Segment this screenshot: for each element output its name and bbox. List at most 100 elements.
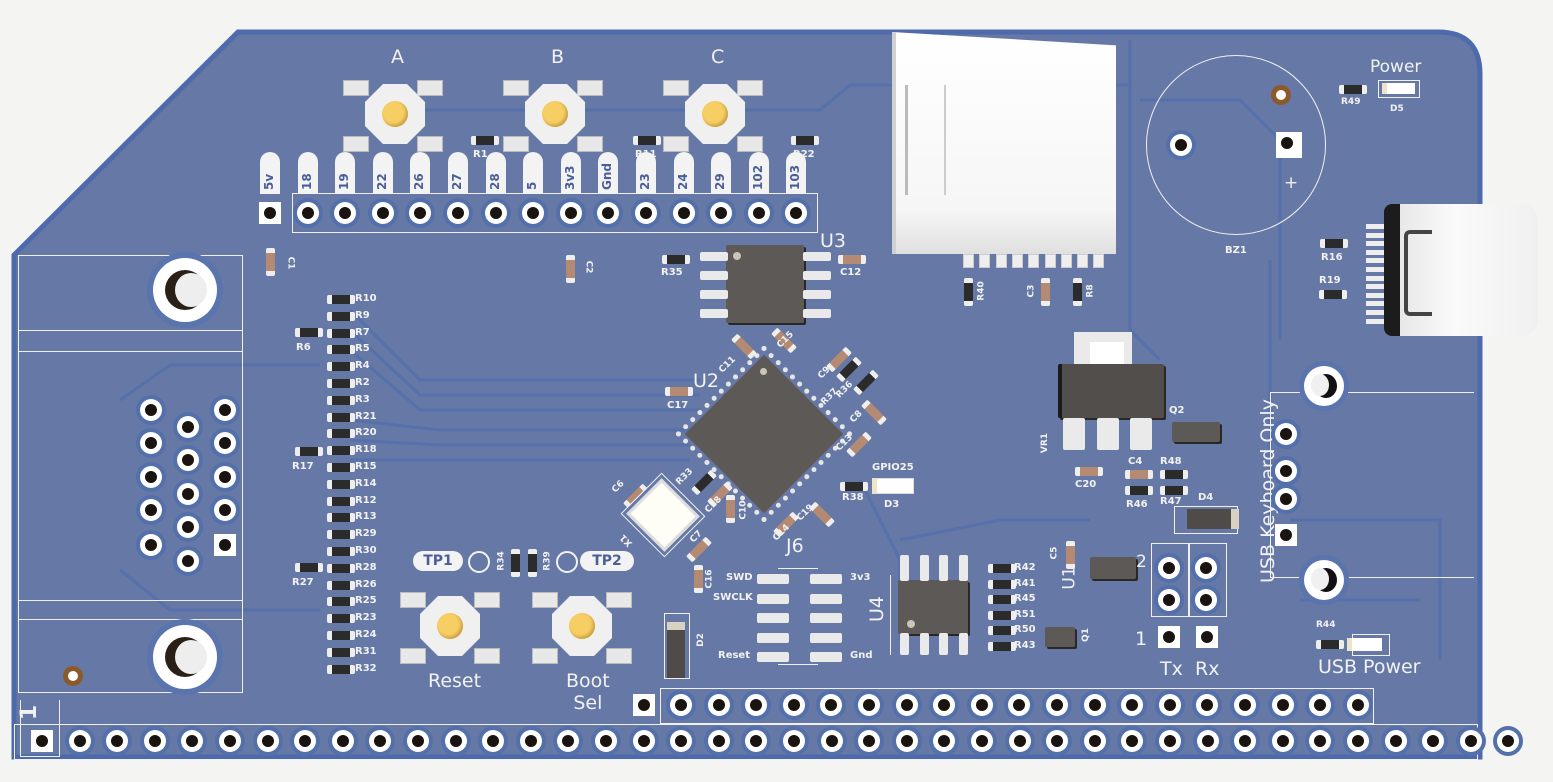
- usb-a-outline: [1270, 392, 1474, 578]
- label-r34: R34: [496, 551, 507, 571]
- pin-label-19: 19: [335, 152, 356, 194]
- vga-pin: [140, 466, 162, 488]
- label-bz1: BZ1: [1225, 245, 1247, 256]
- label-c10: C10: [738, 500, 749, 520]
- resistor-r44: [1316, 640, 1344, 649]
- label-r51: R51: [1014, 608, 1036, 620]
- button-c[interactable]: [663, 76, 763, 156]
- uart-pin-rx: [1196, 626, 1218, 648]
- capacitor-c4: [1125, 470, 1153, 479]
- vga-divider: [18, 330, 243, 352]
- label-usb-power: USB Power: [1318, 656, 1421, 678]
- header-pin-27: [447, 202, 469, 224]
- capacitor-c2: [566, 255, 575, 283]
- testpoint-tp1-label: TP1: [413, 551, 463, 571]
- usb-c-pad: [1366, 241, 1384, 247]
- ic-u3-pin: [700, 290, 728, 299]
- led-d3: [872, 478, 914, 494]
- pin-label-22: 22: [372, 152, 393, 194]
- buzzer-pin-pos: [1276, 132, 1302, 158]
- header-pin-22: [371, 202, 394, 224]
- usb-c-pad: [1366, 310, 1384, 315]
- testpoint-tp2[interactable]: [556, 551, 578, 573]
- button-a[interactable]: [343, 76, 443, 156]
- label-c4: C4: [1128, 456, 1143, 467]
- usb-a-pin: [1275, 460, 1297, 482]
- bottom-header-pin: [1008, 730, 1031, 752]
- upper-header-pin: [1121, 694, 1144, 716]
- label-d5: D5: [1390, 104, 1404, 114]
- resistor-r28: [327, 563, 355, 573]
- vga-pin: [140, 399, 162, 421]
- resistor-r38: [840, 482, 868, 491]
- header-pin-3v3: [559, 202, 582, 224]
- bottom-header-pin: [1046, 730, 1069, 752]
- label-u2: U2: [693, 370, 719, 392]
- label-r3: R3: [355, 393, 370, 405]
- upper-header-pin: [707, 694, 730, 716]
- label-r41: R41: [1014, 577, 1036, 589]
- label-u3: U3: [820, 230, 846, 252]
- bottom-header-pin: [482, 730, 505, 752]
- pin1-marker: [907, 620, 915, 628]
- label-button-b: B: [551, 46, 565, 68]
- label-boot-sel: Boot Sel: [566, 670, 610, 714]
- buzzer-bz1-outline: [1146, 55, 1326, 235]
- label-r13: R13: [355, 511, 377, 523]
- label-r40: R40: [976, 281, 987, 301]
- button-reset[interactable]: [400, 588, 500, 668]
- label-tx: Tx: [1160, 658, 1183, 680]
- resistor-r39: [528, 549, 537, 577]
- label-c2: C2: [583, 260, 594, 274]
- vr1-leg: [1130, 418, 1152, 450]
- testpoint-tp1[interactable]: [468, 551, 490, 573]
- vga-connector-outline: [18, 255, 243, 693]
- label-button-c: C: [711, 46, 725, 68]
- label-r47: R47: [1160, 496, 1182, 507]
- label-r45: R45: [1014, 593, 1036, 604]
- bottom-header-pin: [31, 730, 53, 752]
- label-r48: R48: [1160, 456, 1182, 467]
- vga-pin: [177, 516, 199, 538]
- label-r1: R1: [473, 149, 488, 160]
- pin-label-18: 18: [297, 152, 318, 194]
- bottom-header-pin: [1309, 730, 1332, 752]
- button-b[interactable]: [503, 76, 603, 156]
- resistor-r43: [988, 641, 1016, 651]
- vga-pin: [214, 499, 236, 521]
- usb-a-pin: [1275, 488, 1297, 510]
- usb-c-pad: [1366, 249, 1384, 255]
- label-r7: R7: [355, 326, 370, 338]
- bottom-header-pin: [707, 730, 730, 752]
- upper-header-pin: [895, 694, 918, 716]
- diode-d2: [667, 622, 685, 678]
- label-r43: R43: [1014, 639, 1036, 651]
- resistor-r5: [327, 345, 355, 355]
- label-r12: R12: [355, 494, 377, 506]
- label-r35: R35: [661, 267, 683, 278]
- label-j6-swd: SWD: [726, 572, 753, 583]
- pin-label-24: 24: [673, 152, 694, 194]
- label-r4: R4: [355, 360, 370, 372]
- sd-card-socket[interactable]: [892, 32, 1116, 254]
- uart-pin: [1195, 589, 1217, 611]
- upper-header-pin: [1234, 694, 1256, 716]
- label-button-a: A: [391, 46, 404, 68]
- transistor-q2: [1172, 422, 1220, 442]
- vr1-leg: [1097, 418, 1119, 450]
- resistor-r26: [327, 580, 355, 590]
- usb-c-connector[interactable]: [1384, 204, 1538, 336]
- label-vr1: VR1: [1040, 432, 1051, 454]
- ic-u4-pin: [900, 555, 909, 581]
- button-boot-sel[interactable]: [532, 588, 632, 668]
- bottom-header-pin: [1497, 730, 1520, 752]
- pin-label-text: 5: [525, 181, 540, 190]
- header-pin-5: [522, 202, 545, 224]
- j6-outline: [778, 568, 818, 569]
- header-pin-103: [785, 202, 808, 224]
- bottom-header-pin: [557, 730, 580, 752]
- bottom-header-pin: [670, 730, 693, 752]
- vr1-tab-inner: [1090, 342, 1124, 364]
- bottom-header-pin: [1083, 730, 1106, 752]
- bottom-header-pin: [745, 730, 768, 752]
